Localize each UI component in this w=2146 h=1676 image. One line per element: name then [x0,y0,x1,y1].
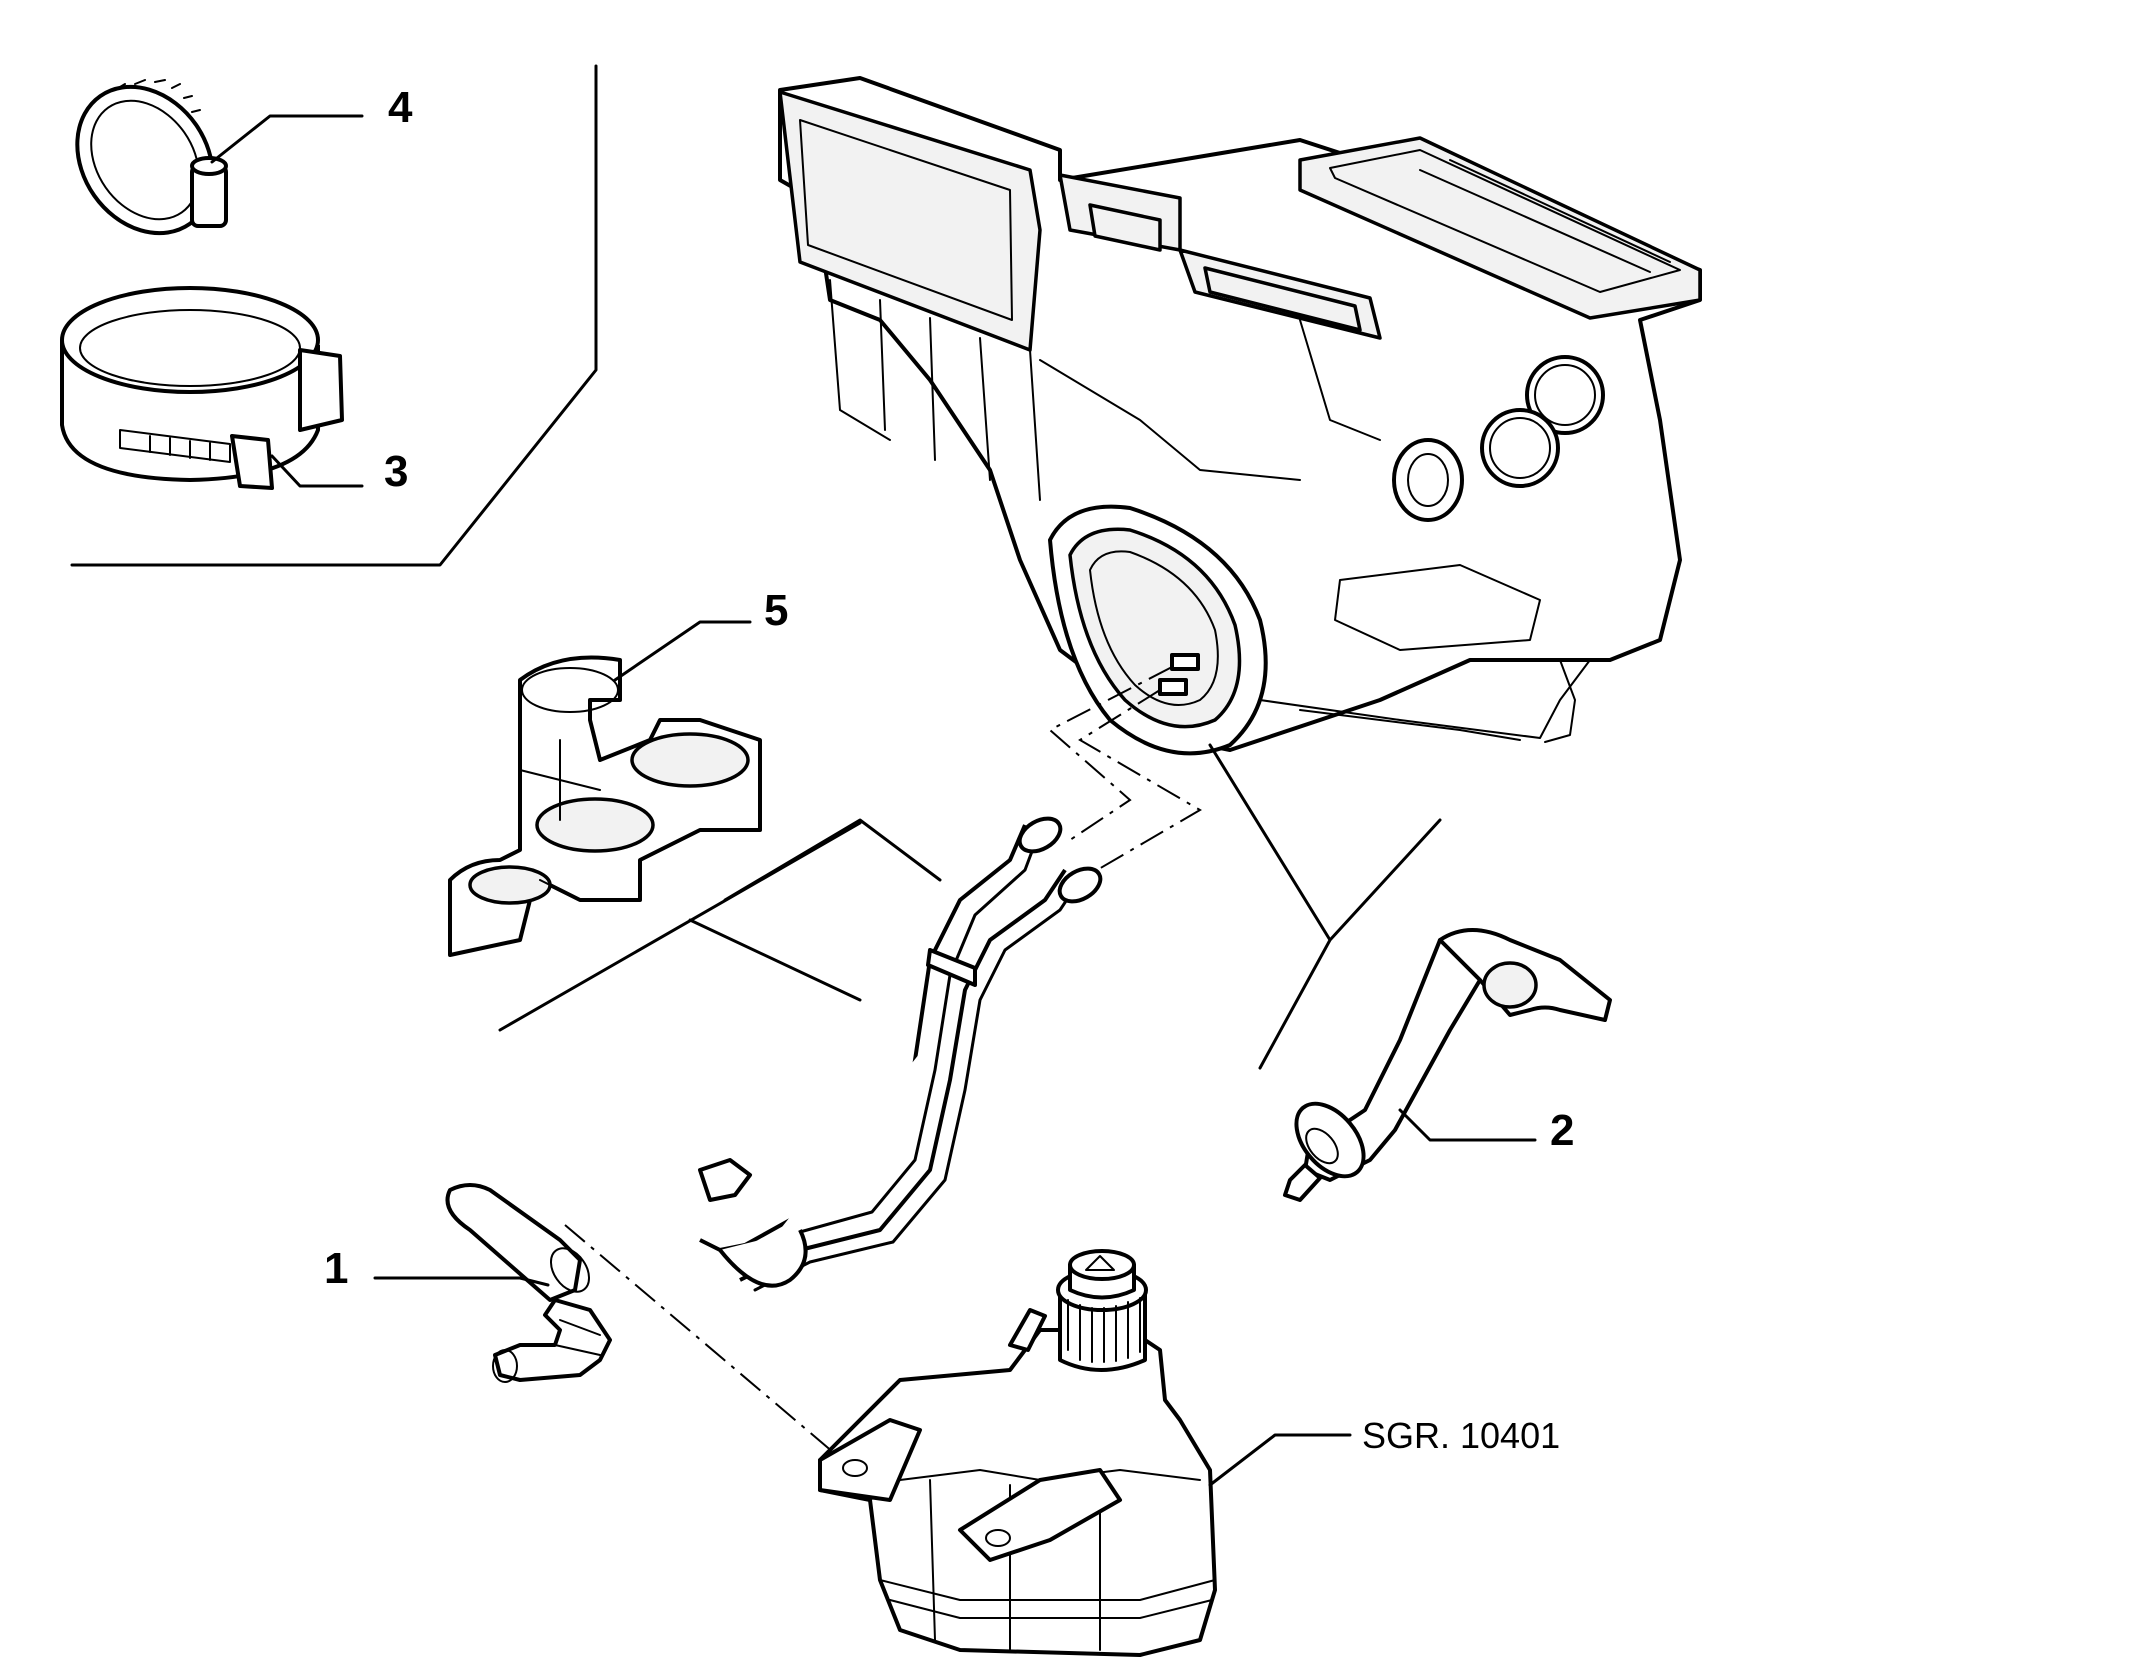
callout-3: 3 [384,447,408,496]
inset-frame [70,64,598,567]
leader-ref [1208,1433,1352,1487]
leader-2 [1398,1108,1537,1142]
callout-1: 1 [324,1244,348,1293]
assembly-dash-3 [564,1224,841,1459]
leader-1 [373,1276,550,1287]
callout-2: 2 [1550,1106,1574,1155]
assembly-dash-2 [1078,689,1202,881]
leader-4 [210,114,364,164]
callout-5: 5 [764,586,788,635]
expansion-tank [818,1249,1217,1657]
assembly-dash-1 [1048,666,1173,841]
leader-5 [613,620,752,682]
part-2-drain-tube[interactable] [1283,928,1612,1202]
reference-code: SGR. 10401 [1362,1415,1560,1456]
heater-unit [778,76,1702,756]
leader-3 [270,454,364,488]
part-3-band-clamp[interactable] [60,286,344,490]
callout-4: 4 [388,83,413,132]
part-4-hose-clamp[interactable] [49,61,240,260]
tube-reference-lines [1208,743,1442,1070]
clip-reference-lines [498,818,942,1032]
part-5-pipe-clip[interactable] [448,655,762,957]
part-1-heater-hose[interactable] [445,812,1107,1383]
